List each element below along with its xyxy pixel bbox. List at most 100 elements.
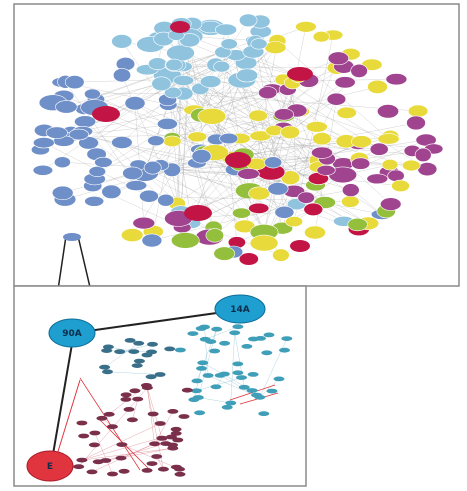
detail-node xyxy=(123,407,135,412)
overview-node xyxy=(232,207,251,219)
detail-node xyxy=(251,392,262,398)
hub-node-e: E xyxy=(26,450,74,482)
detail-highlight-edge xyxy=(79,377,141,471)
detail-node xyxy=(146,461,158,466)
overview-node xyxy=(248,109,268,122)
overview-node xyxy=(239,13,258,27)
overview-node xyxy=(285,216,304,227)
overview-node xyxy=(376,104,399,119)
detail-node xyxy=(96,415,108,421)
overview-node xyxy=(387,169,405,182)
overview-node xyxy=(249,130,272,142)
detail-edge xyxy=(119,344,153,352)
overview-node xyxy=(326,92,347,106)
overview-node xyxy=(311,146,333,159)
detail-edge xyxy=(196,377,242,392)
overview-node xyxy=(84,88,101,100)
detail-node xyxy=(258,411,270,417)
overview-node xyxy=(45,126,68,139)
detail-edge xyxy=(196,329,217,381)
overview-node xyxy=(334,76,356,89)
detail-edge xyxy=(104,343,139,368)
overview-node xyxy=(237,168,260,180)
overview-node xyxy=(197,108,227,125)
overview-node xyxy=(148,57,168,71)
overview-node xyxy=(341,195,360,208)
overview-hub-node xyxy=(290,240,310,252)
detail-node xyxy=(192,395,204,400)
overview-node xyxy=(32,164,54,176)
network-overview-panel xyxy=(13,3,460,287)
overview-node xyxy=(213,60,231,73)
detail-node xyxy=(279,347,290,353)
overview-edge xyxy=(210,81,240,139)
overview-node xyxy=(156,118,178,130)
overview-edge xyxy=(260,58,339,137)
overview-node xyxy=(187,131,208,143)
detail-node xyxy=(86,469,98,475)
detail-node xyxy=(128,349,140,354)
detail-node xyxy=(218,371,230,377)
overview-edge xyxy=(283,79,428,170)
overview-node xyxy=(55,100,78,114)
detail-node xyxy=(107,471,118,477)
detail-node xyxy=(131,363,143,368)
overview-node xyxy=(139,189,159,203)
overview-node xyxy=(401,159,421,172)
overview-hub-node xyxy=(287,67,313,81)
detail-nodes xyxy=(73,324,293,477)
overview-node xyxy=(68,128,89,141)
overview-node xyxy=(248,202,270,214)
overview-node xyxy=(347,217,368,232)
overview-node xyxy=(250,38,268,50)
detail-node xyxy=(78,433,90,439)
detail-node xyxy=(196,366,207,371)
overview-node xyxy=(141,233,163,248)
overview-nodes xyxy=(31,13,444,266)
detail-node xyxy=(178,414,190,419)
detail-node xyxy=(232,361,244,367)
detail-edge xyxy=(205,326,239,340)
overview-node xyxy=(248,186,271,201)
overview-node xyxy=(304,225,326,240)
detail-node xyxy=(154,421,166,426)
detail-node xyxy=(191,388,202,394)
detail-edge xyxy=(230,332,235,404)
detail-node xyxy=(156,435,168,441)
detail-node xyxy=(246,388,258,393)
detail-node xyxy=(174,471,186,477)
overview-node xyxy=(113,68,132,83)
detail-node xyxy=(263,332,275,338)
detail-edge xyxy=(120,443,155,459)
overview-node xyxy=(391,179,410,192)
overview-node xyxy=(350,63,368,78)
detail-edge xyxy=(81,447,173,461)
overview-node xyxy=(236,68,259,83)
overview-node xyxy=(350,135,372,148)
overview-node xyxy=(316,165,336,176)
overview-node xyxy=(408,104,429,118)
overview-hub-node xyxy=(225,152,251,168)
overview-node xyxy=(32,137,55,149)
detail-node xyxy=(205,339,217,344)
overview-node xyxy=(143,160,162,175)
detail-node xyxy=(261,350,273,356)
overview-node xyxy=(88,166,107,178)
overview-node xyxy=(238,252,259,266)
detail-edge xyxy=(132,399,138,420)
overview-node xyxy=(366,173,389,185)
overview-node xyxy=(249,234,279,252)
detail-node xyxy=(141,385,153,391)
overview-node xyxy=(171,232,200,249)
overview-node xyxy=(199,75,222,88)
overview-node xyxy=(215,23,238,36)
detail-edge xyxy=(259,378,280,398)
detail-node xyxy=(167,442,178,448)
overview-node xyxy=(101,184,122,199)
detail-node xyxy=(164,346,176,352)
overview-edge xyxy=(172,92,419,112)
overview-node xyxy=(51,185,74,200)
overview-node xyxy=(381,159,399,171)
detail-node xyxy=(100,458,112,463)
overview-edge xyxy=(144,173,245,227)
